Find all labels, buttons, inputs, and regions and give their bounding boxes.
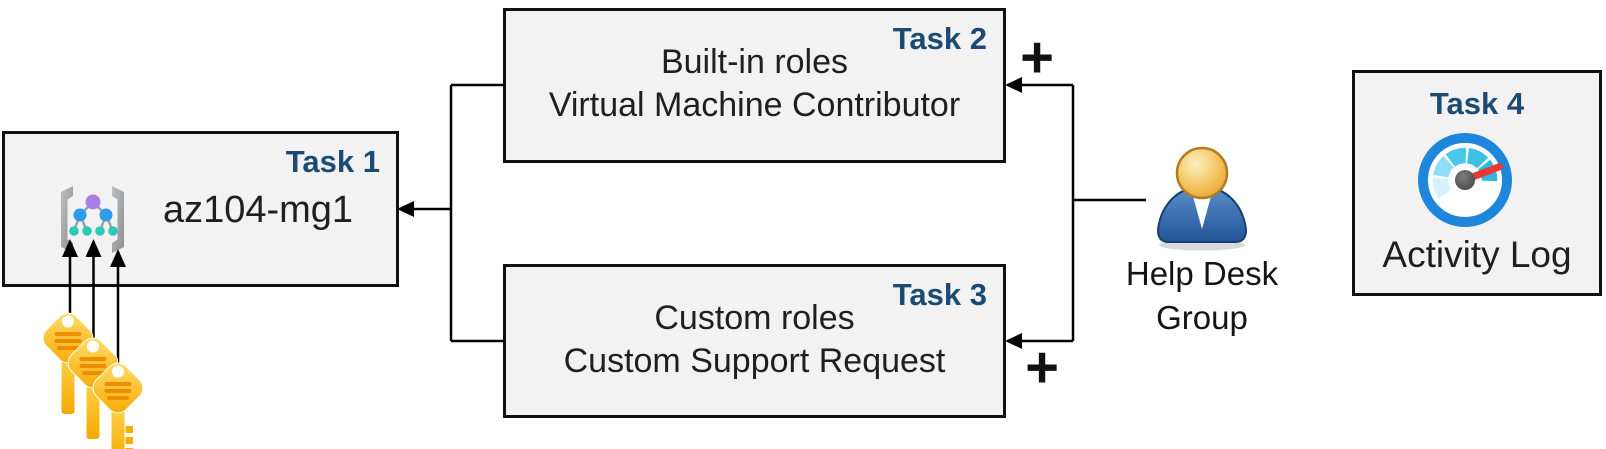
key-1: [38, 308, 98, 415]
arrowhead-into-task1: [397, 201, 414, 217]
task3-box: Task 3 Custom roles Custom Support Reque…: [503, 264, 1006, 418]
task1-box: Task 1 az104-mg1: [2, 131, 399, 287]
key-2: [63, 333, 123, 440]
task3-line1: Custom roles: [654, 299, 855, 337]
task2-line1: Built-in roles: [660, 43, 849, 81]
plus-sign-task2: +: [1020, 24, 1054, 90]
help-desk-person-icon: [1157, 146, 1247, 251]
activity-log-caption: Activity Log: [1382, 234, 1572, 275]
keys-icon: [38, 308, 148, 449]
plus-sign-task3: +: [1025, 334, 1059, 400]
task1-label: Task 1: [285, 144, 380, 179]
key-3: [88, 358, 148, 449]
task2-line2: Virtual Machine Contributor: [548, 86, 961, 124]
management-group-name: az104-mg1: [162, 189, 354, 231]
task4-box: Task 4 Activity Log: [1352, 70, 1602, 296]
task2-label: Task 2: [892, 21, 987, 56]
task4-label: Task 4: [1429, 86, 1525, 121]
task2-text: Built-in roles Virtual Machine Contribut…: [506, 41, 1003, 127]
task3-text: Custom roles Custom Support Request: [506, 297, 1003, 383]
task3-line2: Custom Support Request: [563, 342, 946, 380]
task3-label: Task 3: [892, 277, 987, 312]
help-desk-group-label: Help Desk Group: [1125, 255, 1279, 336]
task2-box: Task 2 Built-in roles Virtual Machine Co…: [503, 8, 1006, 163]
